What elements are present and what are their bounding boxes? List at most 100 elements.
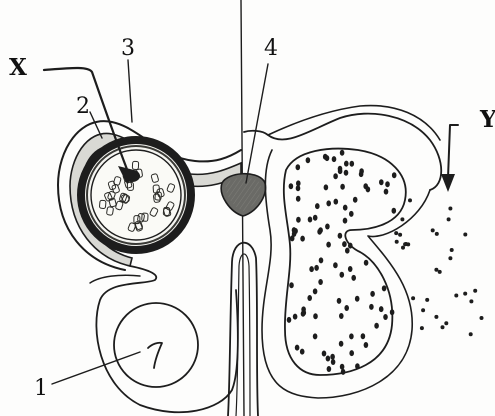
scattered-dot — [403, 242, 407, 246]
tissue-dot — [390, 309, 395, 315]
tissue-dot — [301, 306, 306, 312]
tissue-dot — [296, 217, 301, 223]
tissue-dot — [309, 266, 314, 272]
tissue-dot — [331, 359, 336, 365]
tissue-dot — [350, 161, 355, 167]
scattered-dot — [394, 231, 398, 235]
tissue-dot — [325, 155, 330, 161]
tissue-dot — [287, 317, 292, 323]
scattered-dot — [420, 326, 424, 330]
scattered-dot — [400, 217, 404, 221]
tissue-dot — [313, 288, 318, 294]
tissue-dot — [344, 170, 349, 176]
pointer-4 — [246, 64, 268, 183]
tissue-dot — [353, 197, 358, 203]
tissue-dot — [392, 172, 397, 178]
scattered-dot — [401, 246, 405, 250]
tissue-dot — [333, 262, 338, 268]
label-1: 1 — [34, 378, 48, 400]
tissue-dot — [341, 369, 346, 375]
tissue-dot — [296, 180, 301, 186]
tissue-dot — [295, 345, 300, 351]
tissue-dot — [289, 282, 294, 288]
tissue-dot — [326, 356, 331, 362]
scattered-dot — [447, 217, 451, 221]
tissue-dot — [313, 313, 318, 319]
left-fold-inner-line — [90, 275, 140, 283]
tissue-dot — [313, 333, 318, 339]
tissue-dot — [355, 363, 360, 369]
pointer-1 — [52, 352, 140, 384]
tissue-dot — [318, 227, 323, 233]
tissue-dot — [330, 354, 335, 360]
scattered-dot — [398, 233, 402, 237]
tissue-dot — [359, 171, 364, 177]
tissue-dot — [379, 179, 384, 185]
tissue-dot — [366, 186, 371, 192]
tissue-dot — [326, 242, 331, 248]
tissue-dot — [325, 224, 330, 230]
tissue-dot — [344, 305, 349, 311]
tissue-dot — [332, 156, 337, 162]
scattered-dot — [408, 198, 412, 202]
tissue-dot — [382, 285, 387, 291]
tissue-dot — [351, 275, 356, 281]
scattered-dot — [450, 248, 454, 252]
tissue-dot — [289, 183, 294, 189]
scattered-dot — [435, 232, 439, 236]
scattered-dot — [463, 292, 467, 296]
label-2: 2 — [76, 96, 90, 118]
right-tissue-dots — [287, 150, 397, 375]
tissue-dot — [349, 333, 354, 339]
scattered-dot — [434, 315, 438, 319]
pointer-3 — [128, 60, 132, 122]
vesicle-mark — [148, 343, 162, 368]
tissue-dot — [348, 243, 353, 249]
scattered-dot — [463, 233, 467, 237]
tissue-dot — [307, 295, 312, 301]
tissue-dot — [300, 349, 305, 355]
tissue-dot — [333, 173, 338, 179]
tissue-dot — [306, 157, 311, 163]
tissue-dot — [293, 314, 298, 320]
tissue-dot — [355, 296, 360, 302]
scattered-dot — [438, 270, 442, 274]
scattered-dot — [444, 321, 448, 325]
tissue-dot — [313, 215, 318, 221]
tissue-dot — [384, 189, 389, 195]
tissue-dot — [314, 265, 319, 271]
tissue-dot — [349, 211, 354, 217]
tissue-dot — [319, 257, 324, 263]
tissue-dot — [364, 260, 369, 266]
tissue-dot — [369, 304, 374, 310]
tissue-dot — [343, 205, 348, 211]
tissue-dot — [339, 313, 344, 319]
tissue-dot — [383, 314, 388, 320]
tissue-dot — [324, 184, 329, 190]
tissue-dot — [339, 341, 344, 347]
tissue-dot — [364, 342, 369, 348]
tissue-dot — [296, 196, 301, 202]
scattered-dot — [469, 299, 473, 303]
pointer-2 — [90, 112, 102, 138]
scattered-dot — [395, 240, 399, 244]
tissue-dot — [340, 364, 345, 370]
scattered-dot — [434, 268, 438, 272]
tissue-dot — [322, 351, 327, 357]
scattered-dot — [448, 207, 452, 211]
label-y: Y — [480, 108, 495, 131]
tissue-dot — [338, 233, 343, 239]
tissue-dot — [300, 236, 305, 242]
tissue-dot — [349, 350, 354, 356]
pointer-y — [448, 125, 458, 178]
tissue-dot — [340, 150, 345, 156]
scattered-dot — [421, 308, 425, 312]
tissue-dot — [379, 306, 384, 312]
scattered-dot — [441, 325, 445, 329]
tissue-dot — [392, 208, 397, 214]
vesicle-circle — [114, 303, 198, 387]
tissue-dot — [334, 199, 339, 205]
tissue-dot — [342, 241, 347, 247]
